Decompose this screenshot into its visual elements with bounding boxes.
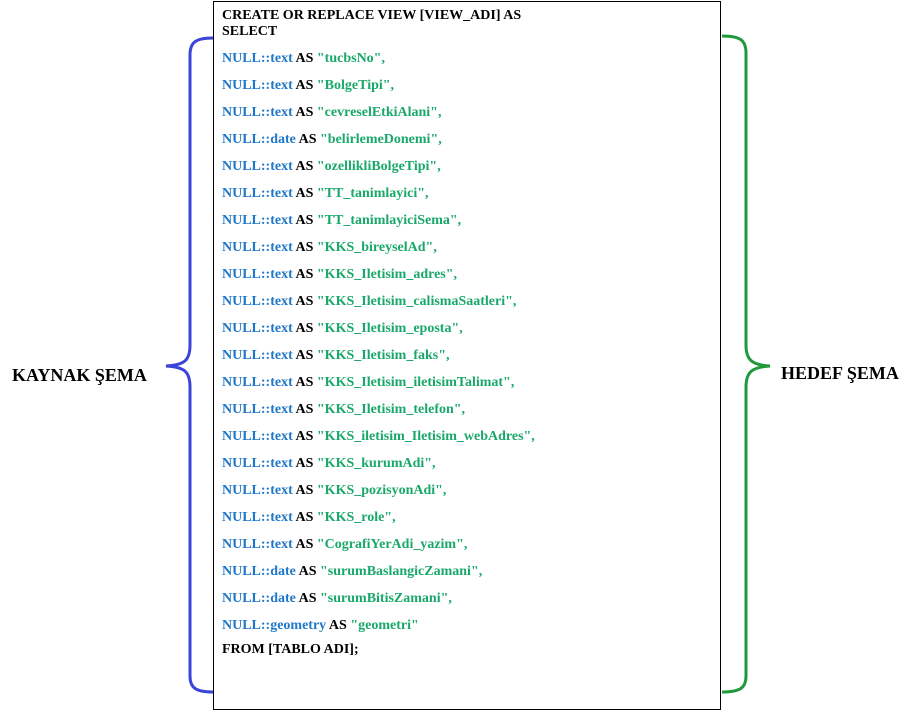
sql-as-keyword: AS [295,537,314,552]
sql-header: CREATE OR REPLACE VIEW [VIEW_ADI] AS SEL… [222,8,521,40]
sql-as-keyword: AS [328,618,347,633]
sql-as-keyword: AS [295,429,314,444]
sql-column-alias: "surumBitisZamani", [320,591,452,606]
sql-create-line: CREATE OR REPLACE VIEW [VIEW_ADI] AS [222,8,522,23]
sql-type-cast: NULL::text [222,267,293,282]
sql-column-line: NULL::text AS "TT_tanimlayici", [222,186,429,202]
sql-as-keyword: AS [295,159,314,174]
sql-column-alias: "KKS_Iletisim_telefon", [316,402,466,417]
sql-column-line: NULL::text AS "KKS_Iletisim_adres", [222,267,457,283]
sql-as-keyword: AS [295,483,314,498]
sql-as-keyword: AS [295,186,314,201]
sql-column-line: NULL::date AS "surumBaslangicZamani", [222,564,482,580]
sql-column-line: NULL::text AS "KKS_iletisim_Iletisim_web… [222,429,535,445]
sql-as-keyword: AS [295,240,314,255]
sql-column-alias: "TT_tanimlayiciSema", [316,213,462,228]
sql-column-line: NULL::text AS "tucbsNo", [222,51,385,67]
sql-column-line: NULL::text AS "KKS_pozisyonAdi", [222,483,446,499]
sql-column-line: NULL::text AS "KKS_Iletisim_calismaSaatl… [222,294,516,310]
sql-type-cast: NULL::text [222,294,293,309]
sql-type-cast: NULL::text [222,348,293,363]
sql-type-cast: NULL::text [222,321,293,336]
sql-column-alias: "KKS_iletisim_Iletisim_webAdres", [316,429,535,444]
sql-as-keyword: AS [295,213,314,228]
sql-column-alias: "KKS_Iletisim_adres", [316,267,458,282]
sql-column-line: NULL::text AS "BolgeTipi", [222,78,394,94]
sql-column-line: NULL::text AS "KKS_kurumAdi", [222,456,436,472]
sql-from-line: FROM [TABLO ADI]; [222,642,359,657]
sql-column-alias: "CografiYerAdi_yazim", [316,537,468,552]
sql-type-cast: NULL::text [222,78,293,93]
sql-column-alias: "TT_tanimlayici", [316,186,429,201]
sql-column-line: NULL::text AS "cevreselEtkiAlani", [222,105,441,121]
sql-column-line: NULL::text AS "KKS_Iletisim_iletisimTali… [222,375,514,391]
sql-column-alias: "KKS_Iletisim_faks", [316,348,450,363]
sql-type-cast: NULL::text [222,375,293,390]
sql-as-keyword: AS [295,510,314,525]
sql-column-alias: "KKS_Iletisim_eposta", [316,321,463,336]
sql-type-cast: NULL::text [222,537,293,552]
sql-select-line: SELECT [222,24,278,39]
sql-as-keyword: AS [298,132,317,147]
sql-column-alias: "cevreselEtkiAlani", [316,105,442,120]
sql-column-alias: "KKS_role", [316,510,396,525]
sql-as-keyword: AS [295,375,314,390]
sql-column-alias: "KKS_bireyselAd", [316,240,437,255]
sql-as-keyword: AS [295,321,314,336]
sql-column-alias: "surumBaslangicZamani", [320,564,483,579]
sql-column-alias: "tucbsNo", [316,51,385,66]
sql-column-line: NULL::geometry AS "geometri" [222,618,419,634]
sql-as-keyword: AS [295,267,314,282]
sql-column-alias: "KKS_kurumAdi", [316,456,436,471]
sql-column-line: NULL::text AS "ozellikliBolgeTipi", [222,159,441,175]
sql-column-alias: "BolgeTipi", [316,78,395,93]
sql-column-line: NULL::date AS "belirlemeDonemi", [222,132,442,148]
sql-column-line: NULL::text AS "CografiYerAdi_yazim", [222,537,467,553]
sql-column-alias: "belirlemeDonemi", [320,132,442,147]
sql-type-cast: NULL::text [222,429,293,444]
sql-type-cast: NULL::text [222,456,293,471]
sql-column-line: NULL::text AS "KKS_bireyselAd", [222,240,437,256]
sql-as-keyword: AS [298,564,317,579]
right-brace [721,34,771,694]
sql-column-alias: "KKS_Iletisim_calismaSaatleri", [316,294,517,309]
sql-column-alias: "KKS_Iletisim_iletisimTalimat", [316,375,515,390]
sql-type-cast: NULL::text [222,186,293,201]
sql-type-cast: NULL::date [222,564,296,579]
sql-column-line: NULL::text AS "TT_tanimlayiciSema", [222,213,461,229]
source-schema-label: KAYNAK ŞEMA [12,365,147,385]
sql-column-line: NULL::text AS "KKS_role", [222,510,396,526]
sql-as-keyword: AS [295,294,314,309]
target-schema-label: HEDEF ŞEMA [781,363,899,383]
sql-type-cast: NULL::text [222,402,293,417]
sql-as-keyword: AS [295,456,314,471]
sql-column-alias: "KKS_pozisyonAdi", [316,483,447,498]
sql-column-alias: "geometri" [350,618,419,633]
sql-type-cast: NULL::text [222,213,293,228]
sql-as-keyword: AS [295,51,314,66]
sql-column-line: NULL::date AS "surumBitisZamani", [222,591,452,607]
sql-type-cast: NULL::text [222,483,293,498]
sql-as-keyword: AS [295,348,314,363]
sql-column-alias: "ozellikliBolgeTipi", [316,159,441,174]
sql-type-cast: NULL::text [222,105,293,120]
sql-type-cast: NULL::text [222,51,293,66]
sql-type-cast: NULL::date [222,591,296,606]
sql-type-cast: NULL::text [222,510,293,525]
sql-as-keyword: AS [295,105,314,120]
sql-type-cast: NULL::text [222,240,293,255]
sql-as-keyword: AS [295,78,314,93]
sql-type-cast: NULL::date [222,132,296,147]
sql-type-cast: NULL::text [222,159,293,174]
sql-code-box: CREATE OR REPLACE VIEW [VIEW_ADI] AS SEL… [213,1,721,710]
sql-column-line: NULL::text AS "KKS_Iletisim_faks", [222,348,450,364]
sql-as-keyword: AS [298,591,317,606]
sql-column-line: NULL::text AS "KKS_Iletisim_eposta", [222,321,463,337]
sql-column-line: NULL::text AS "KKS_Iletisim_telefon", [222,402,465,418]
sql-type-cast: NULL::geometry [222,618,327,633]
sql-as-keyword: AS [295,402,314,417]
